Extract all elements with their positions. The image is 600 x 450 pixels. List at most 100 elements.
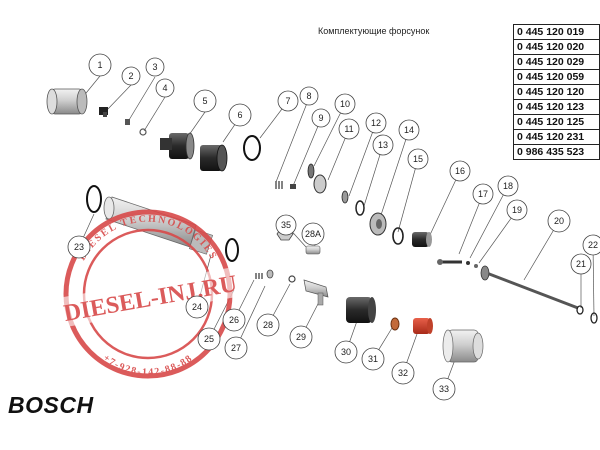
part-2-clip	[99, 107, 108, 117]
callout-1: 1	[88, 53, 112, 77]
callout-17: 17	[472, 183, 494, 205]
callout-5: 5	[193, 89, 217, 113]
callout-7: 7	[277, 90, 299, 112]
part-23-o-ring	[86, 185, 102, 213]
part-6-nut	[200, 144, 228, 172]
part-19-shim	[474, 264, 478, 268]
part-12-washer	[341, 190, 349, 204]
part-number-row: 0 445 120 125	[513, 114, 600, 130]
callout-30: 30	[334, 340, 358, 364]
callout-18: 18	[497, 175, 519, 197]
callout-4: 4	[155, 78, 175, 98]
svg-text:31: 31	[368, 354, 378, 364]
callout-9: 9	[311, 108, 331, 128]
part-17-needle	[437, 259, 462, 265]
part-13-ring	[355, 200, 365, 216]
part-1-sleeve	[46, 88, 88, 115]
svg-text:30: 30	[341, 347, 351, 357]
diagram-title: Комплектующие форсунок	[318, 26, 430, 36]
svg-text:5: 5	[202, 96, 207, 106]
callout-16: 16	[449, 160, 471, 182]
callout-15: 15	[407, 148, 429, 170]
svg-text:28A: 28A	[305, 229, 321, 239]
part-33-nozzle-nut	[442, 329, 484, 363]
callout-12: 12	[365, 112, 387, 134]
part-number-row: 0 445 120 029	[513, 54, 600, 70]
callout-25: 25	[197, 327, 221, 351]
part-15-ring	[392, 227, 404, 245]
svg-text:23: 23	[74, 242, 84, 252]
part-14-armature	[369, 212, 387, 236]
svg-text:6: 6	[237, 110, 242, 120]
svg-text:8: 8	[306, 91, 311, 101]
callout-10: 10	[334, 93, 356, 115]
part-5-connector	[160, 132, 195, 160]
part-29-valve-piece	[303, 279, 329, 306]
part-27-shim	[266, 269, 274, 279]
callout-27: 27	[224, 336, 248, 360]
svg-text:27: 27	[231, 343, 241, 353]
part-16-valve	[412, 232, 432, 247]
part-18-ball	[466, 261, 470, 265]
callout-6: 6	[228, 103, 252, 127]
callout-33: 33	[432, 377, 456, 401]
part-9-pin	[290, 184, 296, 189]
svg-text:26: 26	[229, 315, 239, 325]
svg-text:11: 11	[344, 124, 353, 134]
svg-text:28: 28	[263, 320, 273, 330]
callout-24: 24	[185, 295, 209, 319]
part-11-plate	[313, 174, 327, 194]
svg-text:21: 21	[576, 259, 586, 269]
part-number-cell: 0 986 435 523	[513, 144, 600, 160]
svg-text:35: 35	[281, 220, 291, 230]
callout-8: 8	[299, 86, 319, 106]
svg-text:33: 33	[439, 384, 449, 394]
part-8-spring	[275, 181, 283, 189]
callout-20: 20	[547, 209, 571, 233]
part-number-cell: 0 445 120 020	[513, 39, 600, 55]
callouts: 1 2 3 4 5 6 7 8 9 10 11 12 13 14 15 16 1…	[67, 53, 600, 401]
callout-22: 22	[582, 234, 600, 256]
callout-2: 2	[121, 66, 141, 86]
svg-text:22: 22	[588, 240, 598, 250]
svg-text:9: 9	[318, 113, 323, 123]
part-20-rod	[480, 265, 579, 310]
part-22-ring	[590, 312, 598, 324]
part-number-row: 0 445 120 059	[513, 69, 600, 85]
part-number-cell: 0 445 120 029	[513, 54, 600, 70]
svg-text:4: 4	[162, 83, 167, 93]
svg-text:24: 24	[192, 302, 202, 312]
svg-text:16: 16	[455, 166, 465, 176]
part-26-spring	[255, 273, 263, 279]
svg-text:14: 14	[404, 125, 414, 135]
part-number-table: 0 445 120 019 0 445 120 020 0 445 120 02…	[513, 24, 600, 160]
svg-text:12: 12	[371, 118, 381, 128]
callout-14: 14	[398, 119, 420, 141]
part-number-cell: 0 445 120 059	[513, 69, 600, 85]
svg-text:32: 32	[398, 368, 408, 378]
part-number-row: 0 445 120 020	[513, 39, 600, 55]
callout-31: 31	[361, 347, 385, 371]
callout-21: 21	[570, 253, 592, 275]
callout-28: 28	[256, 313, 280, 337]
part-number-row: 0 986 435 523	[513, 144, 600, 160]
watermark-stamp: DIESEL TECHNOLOGIES +7-928-142-88-88 DIE…	[58, 209, 242, 379]
svg-text:19: 19	[512, 205, 522, 215]
callout-28a: 28A	[301, 222, 325, 246]
part-28-ring	[288, 275, 296, 283]
callout-23: 23	[67, 235, 91, 259]
part-number-cell: 0 445 120 125	[513, 114, 600, 130]
svg-text:13: 13	[378, 140, 388, 150]
callout-29: 29	[289, 325, 313, 349]
callout-13: 13	[372, 134, 394, 156]
part-10-disc	[307, 163, 315, 179]
part-number-row: 0 445 120 231	[513, 129, 600, 145]
callout-26: 26	[222, 308, 246, 332]
part-25-o-ring	[225, 238, 239, 262]
svg-text:3: 3	[152, 62, 157, 72]
part-7-o-ring	[243, 135, 261, 161]
callout-32: 32	[391, 361, 415, 385]
part-30-spacer	[346, 297, 376, 323]
svg-text:17: 17	[478, 189, 488, 199]
